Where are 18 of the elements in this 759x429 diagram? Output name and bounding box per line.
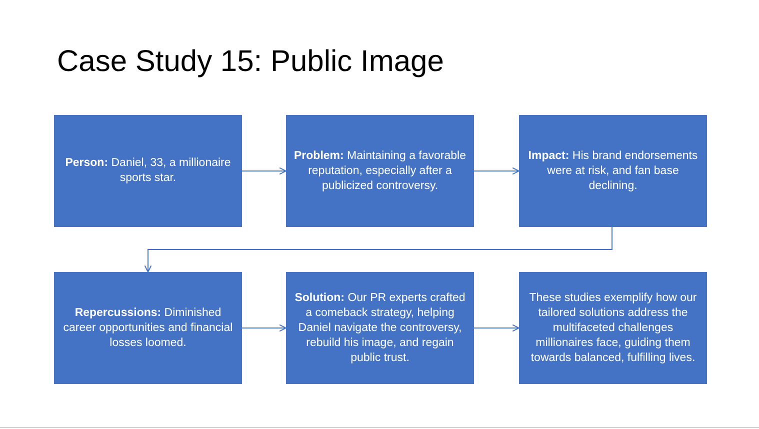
process-box	[286, 272, 474, 384]
arrow	[474, 167, 520, 175]
box-text: Solution: Our PR experts crafted a comeback strategy, helping Daniel navigate the controversy, rebuild his image, and regain public trust.	[294, 290, 466, 366]
box-text: These studies exemplify how our tailored solutions address the multifaceted challenges millionaires face, guiding them towards balanced, fulfilling lives.	[528, 290, 698, 366]
box-text: Repercussions: Diminished career opportunities and financial losses loomed.	[62, 306, 234, 350]
box-text: Person: Daniel, 33, a millionaire sports star.	[64, 156, 232, 186]
arrow	[242, 167, 286, 175]
arrow	[474, 324, 520, 332]
slide-title: Case Study 15: Public Image	[57, 44, 444, 80]
process-box	[286, 115, 474, 227]
arrow	[144, 226, 612, 272]
process-box	[519, 272, 707, 384]
arrow	[242, 324, 286, 332]
process-box	[54, 272, 242, 384]
box-text: Impact: His brand endorsements were at risk, and fan base declining.	[527, 148, 699, 194]
box-text: Problem: Maintaining a favorable reputation, especially after a publicized controversy.	[294, 148, 466, 194]
process-box	[54, 115, 242, 227]
process-box	[519, 115, 707, 227]
